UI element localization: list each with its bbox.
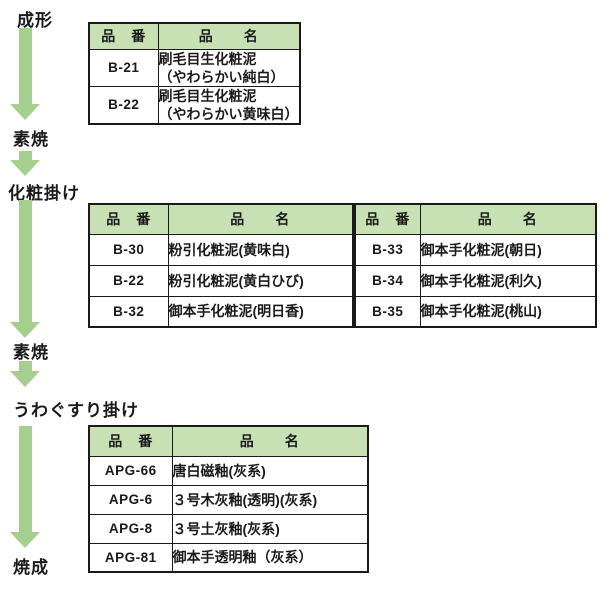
- product-code: B-30: [88, 233, 169, 266]
- table-row: B-35 御本手化粧泥(桃山): [354, 295, 597, 328]
- col-header-code: 品 番: [88, 203, 169, 235]
- table-row: B-30 粉引化粧泥(黄味白): [88, 233, 354, 266]
- down-arrow-icon: [10, 28, 40, 120]
- flow-step-bisque-1: 素焼: [13, 130, 49, 149]
- table-row: APG-6 ３号木灰釉(透明)(灰系): [88, 484, 369, 515]
- glaze-table: 品 番 品 名 APG-66 唐白磁釉(灰系) APG-6 ３号木灰釉(透明)(…: [88, 425, 369, 573]
- table-header-row: 品 番 品 名: [354, 203, 597, 235]
- arrow-head: [10, 532, 40, 548]
- arrow-shaft: [18, 200, 32, 322]
- product-name: 御本手化粧泥(明日香): [167, 295, 354, 328]
- table-header-row: 品 番 品 名: [88, 22, 301, 50]
- col-header-name: 品 名: [167, 203, 354, 235]
- arrow-shaft: [18, 426, 32, 532]
- table-row: B-22 刷毛目生化粧泥 （やわらかい黄味白）: [88, 85, 301, 124]
- flow-step-glazing: うわぐすり掛け: [13, 401, 139, 420]
- arrow-shaft: [18, 28, 32, 104]
- table-row: APG-81 御本手透明釉（灰系）: [88, 542, 369, 573]
- product-code: APG-81: [88, 542, 173, 573]
- table-row: B-21 刷毛目生化粧泥 （やわらかい純白）: [88, 48, 301, 87]
- product-code: B-33: [354, 233, 421, 266]
- decorative-slip-table-right: 品 番 品 名 B-33 御本手化粧泥(朝日) B-34 御本手化粧泥(利久) …: [354, 203, 597, 328]
- down-arrow-icon: [10, 151, 40, 176]
- col-header-name: 品 名: [171, 425, 369, 457]
- product-code: B-35: [354, 295, 421, 328]
- product-code: B-22: [88, 264, 169, 297]
- arrow-head: [10, 322, 40, 338]
- table-header-row: 品 番 品 名: [88, 425, 369, 457]
- down-arrow-icon: [10, 200, 40, 338]
- arrow-head: [10, 371, 40, 387]
- table-row: B-34 御本手化粧泥(利久): [354, 264, 597, 297]
- product-code: APG-6: [88, 484, 173, 515]
- product-code: B-32: [88, 295, 169, 328]
- flow-step-forming: 成形: [17, 11, 53, 30]
- down-arrow-icon: [10, 426, 40, 548]
- product-name: 唐白磁釉(灰系): [171, 455, 369, 486]
- product-name: 御本手化粧泥(朝日): [419, 233, 597, 266]
- col-header-code: 品 番: [88, 22, 159, 50]
- product-name: ３号木灰釉(透明)(灰系): [171, 484, 369, 515]
- product-name: 御本手化粧泥(利久): [419, 264, 597, 297]
- col-header-code: 品 番: [354, 203, 421, 235]
- table-header-row: 品 番 品 名: [88, 203, 354, 235]
- product-code: B-21: [88, 48, 159, 87]
- decorative-slip-table-left: 品 番 品 名 B-30 粉引化粧泥(黄味白) B-22 粉引化粧泥(黄白ひび)…: [88, 203, 354, 328]
- product-name: 粉引化粧泥(黄味白): [167, 233, 354, 266]
- product-name: 刷毛目生化粧泥 （やわらかい黄味白）: [157, 85, 301, 124]
- product-code: B-34: [354, 264, 421, 297]
- product-name: ３号土灰釉(灰系): [171, 513, 369, 544]
- table-row: B-33 御本手化粧泥(朝日): [354, 233, 597, 266]
- arrow-head: [10, 104, 40, 120]
- product-name: 粉引化粧泥(黄白ひび): [167, 264, 354, 297]
- down-arrow-icon: [10, 361, 40, 387]
- arrow-head: [10, 160, 40, 176]
- flow-step-slip-coating: 化粧掛け: [8, 184, 80, 203]
- table-row: B-22 粉引化粧泥(黄白ひび): [88, 264, 354, 297]
- table-row: APG-8 ３号土灰釉(灰系): [88, 513, 369, 544]
- flow-step-firing: 焼成: [13, 558, 49, 577]
- col-header-name: 品 名: [157, 22, 301, 50]
- product-name: 御本手透明釉（灰系）: [171, 542, 369, 573]
- product-code: B-22: [88, 85, 159, 124]
- product-code: APG-66: [88, 455, 173, 486]
- forming-slip-table: 品 番 品 名 B-21 刷毛目生化粧泥 （やわらかい純白） B-22 刷毛目生…: [88, 22, 301, 125]
- product-code: APG-8: [88, 513, 173, 544]
- flow-step-bisque-2: 素焼: [13, 343, 49, 362]
- product-name: 御本手化粧泥(桃山): [419, 295, 597, 328]
- table-row: B-32 御本手化粧泥(明日香): [88, 295, 354, 328]
- product-name: 刷毛目生化粧泥 （やわらかい純白）: [157, 48, 301, 87]
- col-header-code: 品 番: [88, 425, 173, 457]
- col-header-name: 品 名: [419, 203, 597, 235]
- table-row: APG-66 唐白磁釉(灰系): [88, 455, 369, 486]
- arrow-shaft: [18, 151, 32, 160]
- arrow-shaft: [18, 361, 32, 371]
